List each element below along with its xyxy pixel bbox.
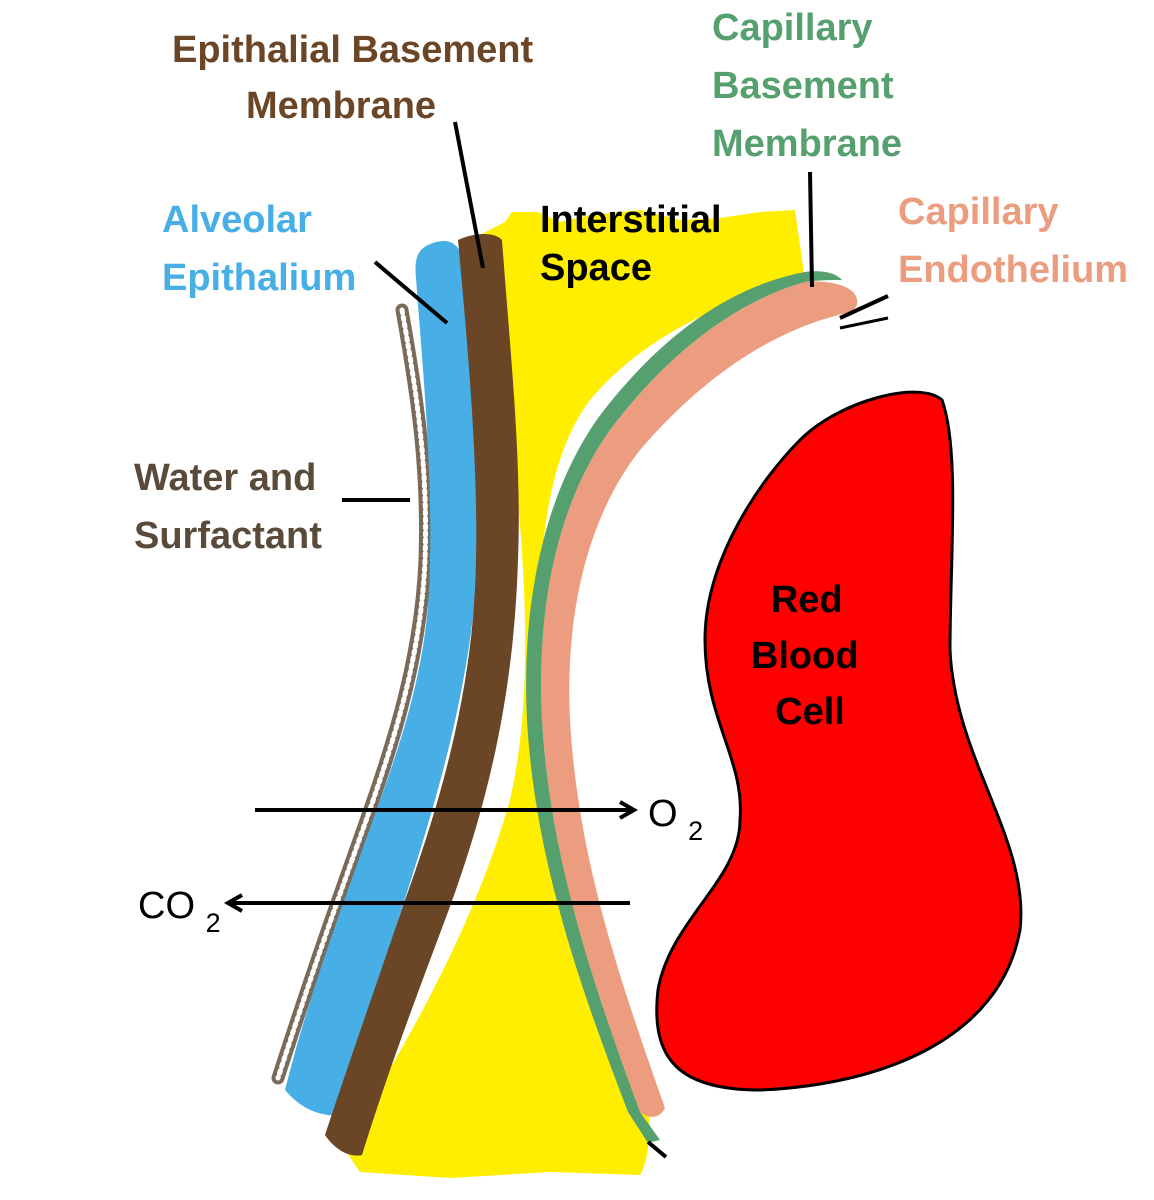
epithelial-basement-label-line1: Epithalial Basement xyxy=(172,29,533,71)
red-blood-cell-label: Red Blood Cell xyxy=(751,579,869,733)
red-blood-cell-label-line2: Blood xyxy=(751,635,859,677)
red-blood-cell-shape xyxy=(655,390,1023,1092)
interstitial-space-label: Interstitial Space xyxy=(540,199,732,289)
water-surfactant-label-line2: Surfactant xyxy=(134,515,322,557)
alveolar-epithelium-label: Alveolar Epithalium xyxy=(162,199,356,299)
interstitial-space-region xyxy=(345,210,805,1178)
oxygen-label: O 2 xyxy=(648,793,703,846)
oxygen-symbol: O xyxy=(648,793,678,835)
oxygen-subscript: 2 xyxy=(688,816,703,846)
capillary-basement-leader xyxy=(808,171,814,288)
epithelial-basement-layer xyxy=(325,234,519,1156)
alveolar-epithelium-layer xyxy=(285,240,481,1116)
epithelial-basement-label: Epithalial Basement Membrane xyxy=(172,29,544,127)
epithelial-basement-label-line2: Membrane xyxy=(246,85,436,127)
capillary-basement-label-line2: Basement xyxy=(712,65,894,107)
carbon-dioxide-symbol: CO xyxy=(138,885,195,927)
carbon-dioxide-label: CO 2 xyxy=(138,885,221,938)
capillary-endothelium-leader-b xyxy=(839,316,889,330)
alveolar-epithelium-label-line1: Alveolar xyxy=(162,199,312,241)
carbon-dioxide-subscript: 2 xyxy=(206,908,221,938)
alveolar-epithelium-leader xyxy=(373,260,449,325)
red-blood-cell-label-line1: Red xyxy=(771,579,843,621)
capillary-basement-label-line1: Capillary xyxy=(712,7,873,49)
alveolar-epithelium-label-line2: Epithalium xyxy=(162,257,356,299)
capillary-endothelium-label: Capillary Endothelium xyxy=(898,191,1128,291)
water-surfactant-texture xyxy=(275,307,429,1081)
capillary-endothelium-label-line1: Capillary xyxy=(898,191,1059,233)
capillary-endothelium-label-line2: Endothelium xyxy=(898,249,1128,291)
interstitial-space-label-line1: Interstitial xyxy=(540,199,722,241)
lower-right-tick xyxy=(646,1140,668,1159)
capillary-endothelium-leader xyxy=(839,294,889,320)
red-blood-cell-label-line3: Cell xyxy=(775,691,845,733)
capillary-basement-label: Capillary Basement Membrane xyxy=(712,7,904,165)
interstitial-space-label-line2: Space xyxy=(540,247,652,289)
capillary-basement-label-line3: Membrane xyxy=(712,123,902,165)
water-surfactant-label: Water and Surfactant xyxy=(134,457,327,557)
epithelial-basement-leader xyxy=(453,121,485,269)
water-surfactant-label-line1: Water and xyxy=(134,457,316,499)
